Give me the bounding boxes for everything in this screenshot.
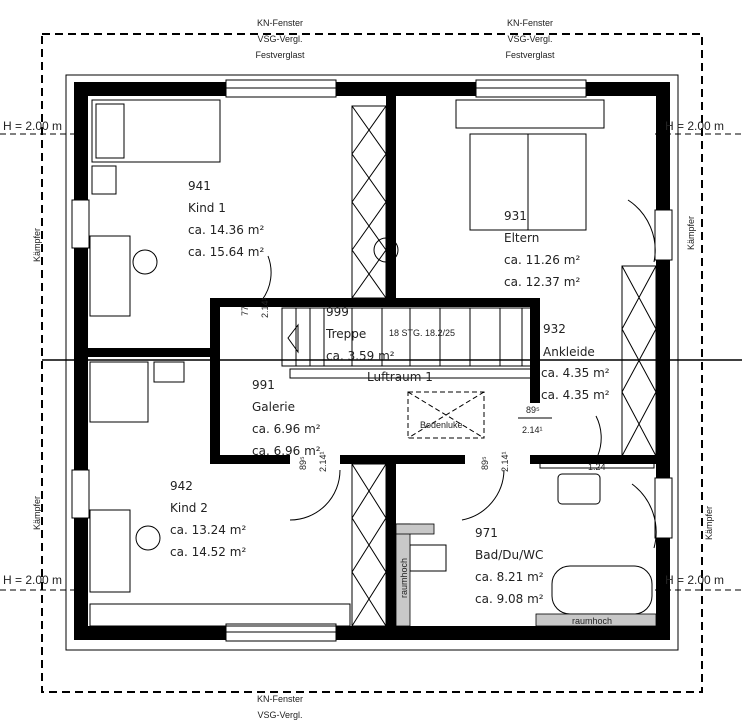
svg-text:77: 77 [240, 306, 250, 316]
raumhoch-areas [395, 523, 657, 627]
svg-text:VSG-Vergl.: VSG-Vergl. [507, 34, 552, 44]
svg-text:Treppe: Treppe [325, 327, 366, 341]
svg-text:Ankleide: Ankleide [543, 345, 595, 359]
svg-text:Kämpfer: Kämpfer [686, 216, 696, 250]
room-bad: 971 Bad/Du/WC ca. 8.21 m² ca. 9.08 m² [475, 526, 544, 606]
svg-text:KN-Fenster: KN-Fenster [257, 694, 303, 704]
svg-text:971: 971 [475, 526, 498, 540]
svg-text:89⁵: 89⁵ [298, 456, 308, 470]
svg-text:Festverglast: Festverglast [505, 50, 555, 60]
svg-text:18 STG. 18.2/25: 18 STG. 18.2/25 [389, 328, 455, 338]
roof-outline [41, 33, 703, 693]
svg-text:ca. 9.08 m²: ca. 9.08 m² [475, 592, 544, 606]
svg-text:89⁵: 89⁵ [526, 405, 540, 415]
raumhoch-label: raumhoch [399, 558, 409, 598]
svg-text:Bad/Du/WC: Bad/Du/WC [475, 548, 543, 562]
svg-text:ca. 14.52 m²: ca. 14.52 m² [170, 545, 246, 559]
svg-text:ca. 4.35 m²: ca. 4.35 m² [541, 388, 610, 402]
svg-text:89⁵: 89⁵ [480, 456, 490, 470]
svg-text:Kämpfer: Kämpfer [32, 228, 42, 262]
windows [71, 79, 673, 642]
svg-text:942: 942 [170, 479, 193, 493]
svg-text:ca. 3.59 m²: ca. 3.59 m² [326, 349, 395, 363]
luftraum-label: Luftraum 1 [367, 370, 433, 384]
svg-text:ca. 6.96 m²: ca. 6.96 m² [252, 422, 321, 436]
svg-text:ca. 14.36 m²: ca. 14.36 m² [188, 223, 264, 237]
svg-text:H = 2.00 m: H = 2.00 m [3, 573, 62, 587]
kaempfer-labels: Kämpfer Kämpfer Kämpfer Kämpfer [32, 216, 714, 540]
svg-text:H = 2.00 m: H = 2.00 m [665, 573, 724, 587]
svg-text:VSG-Vergl.: VSG-Vergl. [257, 34, 302, 44]
svg-text:2.14¹: 2.14¹ [500, 451, 510, 472]
outer-contour [65, 74, 679, 651]
raumhoch-label: raumhoch [572, 616, 612, 626]
room-eltern: 931 Eltern ca. 11.26 m² ca. 12.37 m² [504, 209, 580, 289]
room-kind1: 941 Kind 1 ca. 14.36 m² ca. 15.64 m² [188, 179, 264, 259]
svg-text:Eltern: Eltern [504, 231, 539, 245]
svg-text:ca. 15.64 m²: ca. 15.64 m² [188, 245, 264, 259]
svg-text:H = 2.00 m: H = 2.00 m [3, 119, 62, 133]
svg-text:2.14¹: 2.14¹ [318, 451, 328, 472]
svg-text:991: 991 [252, 378, 275, 392]
svg-text:Kämpfer: Kämpfer [32, 496, 42, 530]
svg-text:ca. 4.35 m²: ca. 4.35 m² [541, 366, 610, 380]
room-ankleide: 932 Ankleide ca. 4.35 m² ca. 4.35 m² [541, 322, 610, 402]
height-marks: H = 2.00 m H = 2.00 m H = 2.00 m H = 2.0… [3, 119, 724, 587]
shafts [351, 105, 657, 627]
room-galerie: 991 Galerie ca. 6.96 m² ca. 6.96 m² [252, 378, 321, 458]
svg-text:KN-Fenster: KN-Fenster [257, 18, 303, 28]
svg-text:ca. 11.26 m²: ca. 11.26 m² [504, 253, 580, 267]
door-dimensions: 77 2.14¹ 89⁵ 2.14¹ 89⁵ 2.14¹ 89⁵ 2.14¹ 1… [240, 297, 606, 472]
svg-text:2.14¹: 2.14¹ [522, 425, 543, 435]
window-label-bottom: KN-Fenster VSG-Vergl. [257, 694, 303, 720]
svg-text:Festverglast: Festverglast [255, 50, 305, 60]
svg-text:VSG-Vergl.: VSG-Vergl. [257, 710, 302, 720]
bodenluke-label: Bodenluke [420, 420, 463, 430]
svg-text:ca. 6.96 m²: ca. 6.96 m² [252, 444, 321, 458]
svg-text:ca. 12.37 m²: ca. 12.37 m² [504, 275, 580, 289]
svg-text:932: 932 [543, 322, 566, 336]
svg-text:941: 941 [188, 179, 211, 193]
svg-text:2.14¹: 2.14¹ [260, 297, 270, 318]
svg-text:Kämpfer: Kämpfer [704, 506, 714, 540]
svg-text:931: 931 [504, 209, 527, 223]
svg-text:KN-Fenster: KN-Fenster [507, 18, 553, 28]
svg-text:ca. 13.24 m²: ca. 13.24 m² [170, 523, 246, 537]
inner-walls [88, 96, 656, 626]
room-kind2: 942 Kind 2 ca. 13.24 m² ca. 14.52 m² [170, 479, 246, 559]
svg-text:999: 999 [326, 305, 349, 319]
window-label-top-left: KN-Fenster VSG-Vergl. Festverglast [255, 18, 305, 60]
window-label-top-right: KN-Fenster VSG-Vergl. Festverglast [505, 18, 555, 60]
svg-text:1.24: 1.24 [588, 462, 606, 472]
svg-text:H = 2.00 m: H = 2.00 m [665, 119, 724, 133]
svg-text:Kind 1: Kind 1 [188, 201, 226, 215]
svg-text:Galerie: Galerie [252, 400, 295, 414]
furniture [89, 99, 657, 627]
room-treppe: 999 Treppe ca. 3.59 m² 18 STG. 18.2/25 [325, 305, 455, 363]
svg-text:Kind 2: Kind 2 [170, 501, 208, 515]
svg-text:ca. 8.21 m²: ca. 8.21 m² [475, 570, 544, 584]
staircase [281, 307, 539, 379]
